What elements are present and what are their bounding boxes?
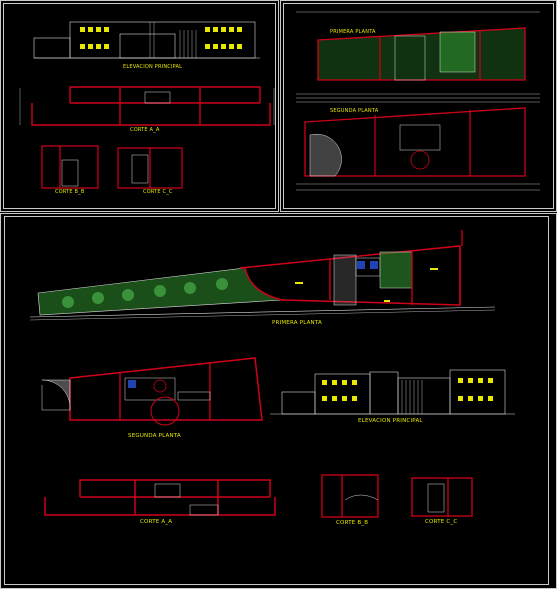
- sheet-top-right-inner: [283, 3, 554, 209]
- sheet-main-inner: [4, 216, 549, 585]
- label-corte-b: CORTE B_B: [336, 520, 369, 526]
- label-primera-planta-small: PRIMERA PLANTA: [330, 29, 376, 35]
- label-corte-c-small: CORTE C_C: [143, 189, 173, 195]
- small-section-b: [41, 145, 99, 189]
- label-elevacion-principal: ELEVACION PRINCIPAL: [358, 418, 423, 424]
- small-plan-1: [296, 11, 540, 103]
- sheet-top-left-inner: [3, 3, 276, 209]
- small-section-c: [117, 147, 183, 189]
- label-elevacion-principal-small: ELEVACION PRINCIPAL: [123, 64, 183, 70]
- label-primera-planta: PRIMERA PLANTA: [272, 320, 322, 326]
- section-corte-a: [44, 479, 276, 516]
- sheet-top-left: [0, 0, 279, 212]
- label-corte-b-small: CORTE B_B: [55, 189, 85, 195]
- label-segunda-planta-small: SEGUNDA PLANTA: [330, 108, 379, 114]
- small-elevation: [33, 21, 260, 59]
- label-cortes-small: CORTE A_A: [130, 127, 160, 133]
- label-segunda-planta: SEGUNDA PLANTA: [128, 433, 181, 439]
- elevation-principal: [270, 369, 515, 415]
- section-corte-b: [321, 474, 379, 518]
- small-plan-2: [296, 107, 540, 191]
- small-section-a: [31, 86, 271, 126]
- plan-segunda-planta: [41, 357, 263, 426]
- plan-primera-planta: [29, 230, 496, 321]
- section-corte-c: [411, 477, 473, 517]
- label-corte-a: CORTE A_A: [140, 519, 173, 525]
- label-corte-c: CORTE C_C: [425, 519, 458, 525]
